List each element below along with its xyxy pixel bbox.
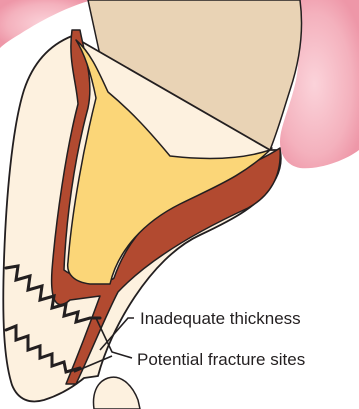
label-inadequate-thickness: Inadequate thickness (140, 309, 301, 328)
label-potential-fracture-sites: Potential fracture sites (137, 350, 305, 369)
adjacent-tooth (94, 377, 140, 409)
